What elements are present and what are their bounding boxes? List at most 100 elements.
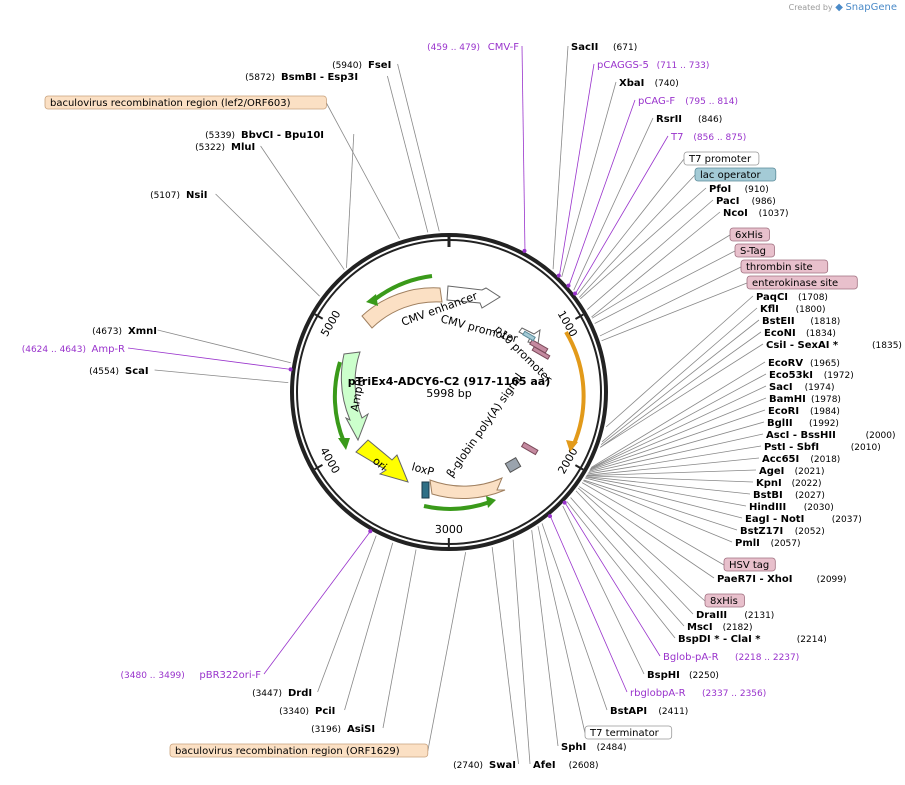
box-lac-operator[interactable]: lac operator (694, 167, 777, 182)
enzyme-nsii[interactable]: NsiI(5107) (150, 190, 207, 201)
box-enterokinase-site[interactable]: enterokinase site (746, 275, 858, 290)
feature-cmv-promoter[interactable] (446, 285, 501, 309)
box-s-tag[interactable]: S-Tag (734, 243, 775, 258)
enzyme-afei[interactable]: AfeI(2608) (533, 760, 599, 771)
leader-line (550, 516, 628, 693)
enzyme-bglii[interactable]: BglII(1992) (767, 418, 839, 429)
enzyme-pfoi[interactable]: PfoI(910) (709, 184, 769, 195)
orf-arrow-orange-right-head (566, 440, 578, 452)
leader-line (581, 482, 725, 566)
box-8xhis[interactable]: 8xHis (704, 593, 745, 608)
leader-line (573, 117, 654, 291)
enzyme-kpni[interactable]: KpnI (2022) (756, 478, 822, 489)
enzyme-ncoi[interactable]: NcoI(1037) (723, 208, 789, 219)
enzyme-name: XmnI (128, 326, 157, 337)
feature-ampr[interactable] (340, 351, 370, 442)
enzyme-agei[interactable]: AgeI(2021) (759, 466, 825, 477)
feature-tag-cluster-2 (531, 346, 551, 360)
feature-loxp[interactable] (421, 481, 430, 499)
enzyme-labels[interactable]: SacII(671)XbaI(740)RsrII(846)PfoI(910)Pa… (89, 42, 902, 771)
primer-labels[interactable]: CMV-F(459 .. 479) pCAGGS-5(711 .. 733)pCA… (22, 42, 800, 699)
box-t7-promoter[interactable]: T7 promoter (683, 151, 760, 166)
enzyme-draiii[interactable]: DraIII(2131) (696, 610, 774, 621)
enzyme-ecorv[interactable]: EcoRV(1965) (768, 358, 840, 369)
enzyme-bamhi[interactable]: BamHI(1978) (769, 394, 841, 405)
enzyme-scai[interactable]: ScaI(4554) (89, 366, 149, 377)
enzyme-csii-sexai-[interactable]: CsiI - SexAI *(1835) (766, 340, 902, 351)
box-6xhis[interactable]: 6xHis (729, 227, 770, 242)
enzyme-position: (2022) (792, 479, 822, 489)
enzyme-position: (2740) (453, 761, 483, 771)
primer-rbglobpa-r[interactable]: rbglobpA-R(2337 .. 2356) (547, 514, 766, 699)
primer-pbr322ori-f[interactable]: pBR322ori-F(3480 .. 3499) (121, 529, 373, 681)
enzyme-bspdi-clai-[interactable]: BspDI * - ClaI *(2214) (678, 634, 827, 645)
enzyme-econi[interactable]: EcoNI(1834) (764, 328, 836, 339)
enzyme-ecori[interactable]: EcoRI(1984) (768, 406, 840, 417)
enzyme-position: (2484) (597, 743, 627, 753)
feature-beta-globin-polya[interactable] (429, 477, 506, 500)
enzyme-position: (5940) (332, 61, 362, 71)
enzyme-bstapi[interactable]: BstAPI(2411) (610, 706, 688, 717)
primer-bglob-pa-r[interactable]: Bglob-pA-R(2218 .. 2237) (562, 500, 800, 663)
enzyme-paqci[interactable]: PaqCI(1708) (756, 292, 828, 303)
enzyme-bstbi[interactable]: BstBI(2027) (753, 490, 825, 501)
enzyme-name: AgeI (759, 466, 784, 477)
box-hsv-tag[interactable]: HSV tag (723, 557, 776, 572)
enzyme-paer7i-xhoi[interactable]: PaeR7I - XhoI(2099) (717, 574, 847, 585)
enzyme-eagi-noti[interactable]: EagI - NotI(2037) (745, 514, 862, 525)
enzyme-msci[interactable]: MscI(2182) (687, 622, 753, 633)
enzyme-acc65i[interactable]: Acc65I(2018) (762, 454, 840, 465)
enzyme-asci-bsshii[interactable]: AscI - BssHII(2000) (766, 430, 896, 441)
box-background (584, 725, 673, 740)
enzyme-xmni[interactable]: XmnI(4673) (92, 326, 157, 337)
enzyme-pmli[interactable]: PmlI(2057) (735, 538, 801, 549)
enzyme-bsmbi-esp3i[interactable]: BsmBI - Esp3I(5872) (245, 72, 358, 83)
enzyme-asisi[interactable]: AsiSI(3196) (311, 724, 375, 735)
enzyme-position: (1974) (805, 383, 835, 393)
box-t7-terminator[interactable]: T7 terminator (584, 725, 673, 740)
feature-ori[interactable] (355, 439, 409, 483)
box-thrombin-site[interactable]: thrombin site (740, 259, 829, 274)
tick-label-3000: 3000 (435, 523, 463, 536)
leader-line (589, 409, 766, 471)
enzyme-drdi[interactable]: DrdI(3447) (252, 688, 312, 699)
enzyme-bsteii[interactable]: BstEII(1818) (762, 316, 840, 327)
enzyme-kfli[interactable]: KflI(1800) (760, 304, 826, 315)
enzyme-bsphi[interactable]: BspHI(2250) (647, 670, 719, 681)
enzyme-sphi[interactable]: SphI(2484) (561, 742, 627, 753)
box-background (169, 743, 429, 758)
primer-cmv-f[interactable]: CMV-F(459 .. 479) (427, 42, 527, 253)
leader-line (317, 535, 377, 693)
enzyme-bstz17i[interactable]: BstZ17I(2052) (740, 526, 825, 537)
primer-pcaggs-5[interactable]: pCAGGS-5(711 .. 733) (556, 60, 710, 278)
box-baculovirus-recombination-region-orf1629-[interactable]: baculovirus recombination region (ORF162… (169, 743, 429, 758)
box-label: enterokinase site (752, 278, 838, 289)
box-label: T7 terminator (589, 728, 660, 739)
boxed-feature-labels[interactable]: baculovirus recombination region (lef2/O… (44, 95, 858, 758)
enzyme-eco53ki[interactable]: Eco53kI(1972) (769, 370, 854, 381)
primer-pcag-f[interactable]: pCAG-F(795 .. 814) (566, 96, 738, 288)
enzyme-saci[interactable]: SacI(1974) (769, 382, 835, 393)
enzyme-paci[interactable]: PacI(986) (716, 196, 776, 207)
enzyme-position: (2010) (851, 443, 881, 453)
box-baculovirus-recombination-region-lef2-orf603-[interactable]: baculovirus recombination region (lef2/O… (44, 95, 327, 110)
feature-layer[interactable] (332, 274, 586, 511)
enzyme-psti-sbfi[interactable]: PstI - SbfI(2010) (764, 442, 881, 453)
credit-prefix: Created by (788, 3, 833, 12)
enzyme-sacii[interactable]: SacII(671) (571, 42, 637, 53)
enzyme-name: ScaI (125, 366, 149, 377)
enzyme-pcii[interactable]: PciI(3340) (279, 706, 335, 717)
enzyme-mlui[interactable]: MluI(5322) (195, 142, 255, 153)
enzyme-swai[interactable]: SwaI(2740) (453, 760, 516, 771)
enzyme-hindiii[interactable]: HindIII(2030) (749, 502, 834, 513)
feature-cmv-enhancer[interactable] (361, 287, 443, 329)
primer-site-marker (522, 248, 527, 253)
primer-t7[interactable]: T7(856 .. 875) (573, 132, 746, 296)
primer-amp-r[interactable]: Amp-R(4624 .. 4643) (22, 344, 293, 372)
enzyme-xbai[interactable]: XbaI(740) (619, 78, 679, 89)
enzyme-name: KpnI (756, 478, 782, 489)
enzyme-rsrii[interactable]: RsrII(846) (656, 114, 722, 125)
enzyme-fsei[interactable]: FseI(5940) (332, 60, 391, 71)
enzyme-bbvci-bpu10i[interactable]: BbvCI - Bpu10I(5339) (205, 130, 324, 141)
